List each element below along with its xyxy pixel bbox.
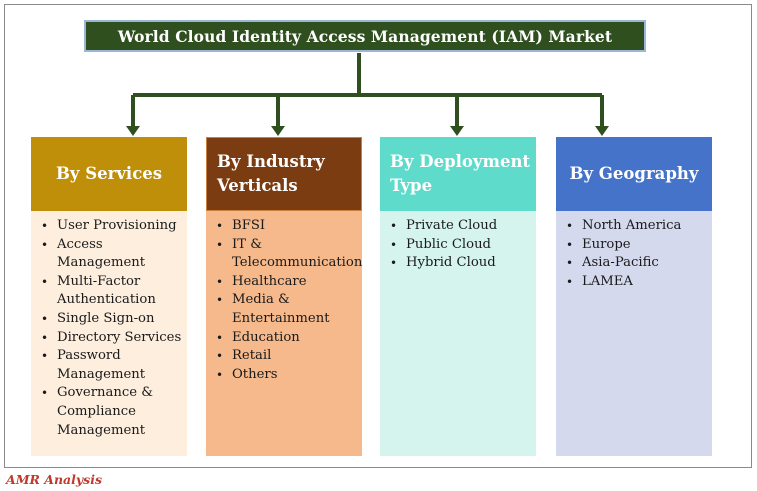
list-item: Access Management bbox=[39, 236, 183, 273]
list-item: Education bbox=[214, 329, 358, 348]
deployment-header-label: By Deployment Type bbox=[390, 152, 531, 195]
industry-list: BFSI IT & Telecommunication Healthcare M… bbox=[206, 211, 362, 456]
diagram-title: World Cloud Identity Access Management (… bbox=[84, 20, 646, 52]
list-item: Media & Entertainment bbox=[214, 291, 358, 328]
services-list: User Provisioning Access Management Mult… bbox=[31, 211, 187, 456]
list-item: Hybrid Cloud bbox=[388, 254, 532, 273]
arrow-industry bbox=[271, 126, 285, 136]
services-header-label: By Services bbox=[55, 164, 163, 183]
list-item: Retail bbox=[214, 347, 358, 366]
list-item: Europe bbox=[564, 236, 708, 255]
list-item: Governance & Compliance Management bbox=[39, 384, 183, 440]
list-item: IT & Telecommunication bbox=[214, 236, 362, 273]
list-item: Multi-Factor Authentication bbox=[39, 273, 183, 310]
arrow-deployment bbox=[450, 126, 464, 136]
list-item: Private Cloud bbox=[388, 217, 532, 236]
deployment-header: By Deployment Type bbox=[380, 137, 536, 211]
arrow-geography bbox=[595, 126, 609, 136]
list-item: BFSI bbox=[214, 217, 358, 236]
list-item: LAMEA bbox=[564, 273, 708, 292]
arrow-services bbox=[126, 126, 140, 136]
list-item: Single Sign-on bbox=[39, 310, 183, 329]
list-item: North America bbox=[564, 217, 708, 236]
list-item: User Provisioning bbox=[39, 217, 183, 236]
services-header: By Services bbox=[31, 137, 187, 211]
list-item: Healthcare bbox=[214, 273, 358, 292]
list-item: Password Management bbox=[39, 347, 183, 384]
geography-list: North America Europe Asia-Pacific LAMEA bbox=[556, 211, 712, 456]
list-item: Others bbox=[214, 366, 358, 385]
industry-header: By Industry Verticals bbox=[206, 137, 362, 211]
geography-header: By Geography bbox=[556, 137, 712, 211]
list-item: Asia-Pacific bbox=[564, 254, 708, 273]
deployment-list: Private Cloud Public Cloud Hybrid Cloud bbox=[380, 211, 536, 456]
industry-header-label: By Industry Verticals bbox=[217, 152, 325, 195]
source-caption: AMR Analysis bbox=[6, 472, 102, 487]
list-item: Public Cloud bbox=[388, 236, 532, 255]
geography-header-label: By Geography bbox=[569, 164, 699, 183]
list-item: Directory Services bbox=[39, 329, 183, 348]
